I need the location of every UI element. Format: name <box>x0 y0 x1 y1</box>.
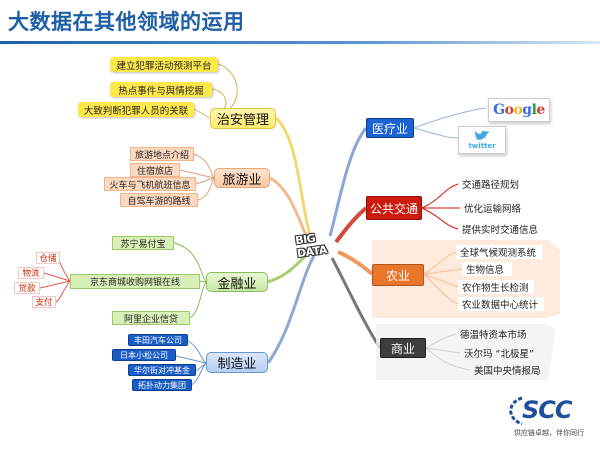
security-item-1: 建立犯罪活动预测平台 <box>110 57 218 72</box>
commerce-item-1: 德温特资本市场 <box>460 330 527 341</box>
tourism-item-4: 自驾车游的路线 <box>120 193 198 207</box>
agriculture-item-3: 农作物生长检测 <box>458 280 534 294</box>
transport-item-3: 提供实时交通信息 <box>458 222 542 236</box>
manufacturing-item-2: 日本小松公司 <box>112 349 176 361</box>
medical-hub: 医疗业 <box>366 118 414 138</box>
twitter-logo: twitter <box>458 126 506 154</box>
center-label: BIG DATA <box>294 231 328 261</box>
tourism-item-3: 火车与飞机航班信息 <box>104 177 196 191</box>
manufacturing-item-3: 华尔街对冲基金 <box>128 364 196 376</box>
finance-sub-logistics: 物流 <box>18 267 44 279</box>
security-hub: 治安管理 <box>210 108 276 129</box>
security-item-2: 热点事件与舆情挖掘 <box>110 82 212 97</box>
twitter-bird-icon <box>474 130 490 141</box>
manufacturing-hub: 制造业 <box>206 352 268 373</box>
commerce-item-3: 美国中央情报局 <box>474 366 541 377</box>
agriculture-hub: 农业 <box>372 264 424 286</box>
finance-sub-storage: 仓储 <box>36 252 60 264</box>
tourism-item-1: 旅游地点介绍 <box>130 147 194 161</box>
scc-logo: SCC 供应链卓越，伴你同行 <box>504 392 600 449</box>
transport-item-1: 交通路径规划 <box>458 177 522 191</box>
title-divider <box>0 41 600 44</box>
security-item-3: 大致判断犯罪人员的关联 <box>78 102 194 117</box>
google-wordmark: Google <box>493 102 545 118</box>
finance-item-1: 苏宁易付宝 <box>112 236 174 250</box>
slide-title: 大数据在其他领域的运用 <box>8 10 245 34</box>
google-logo: Google <box>488 98 550 122</box>
finance-hub: 金融业 <box>206 272 268 292</box>
manufacturing-item-4: 拓扑动力集团 <box>132 379 192 391</box>
scc-arc-icon <box>509 396 523 426</box>
twitter-wordmark: twitter <box>468 142 496 150</box>
commerce-item-2: 沃尔玛 “北极星” <box>464 349 534 360</box>
finance-item-2: 京东商城收购网银在线 <box>70 274 200 289</box>
tourism-hub: 旅游业 <box>214 168 270 188</box>
big-data-logo: BIG DATA <box>294 225 346 263</box>
scc-slogan: 供应链卓越，伴你同行 <box>514 429 584 437</box>
finance-sub-payment: 支付 <box>32 296 56 308</box>
transport-item-2: 优化运输网络 <box>460 201 530 215</box>
finance-item-3: 阿里企业信贷 <box>112 311 190 325</box>
agriculture-item-4: 农业数据中心统计 <box>458 297 544 311</box>
transport-hub: 公共交通 <box>366 196 422 220</box>
agriculture-item-1: 全球气候观测系统 <box>456 245 542 259</box>
finance-sub-loan: 贷款 <box>14 282 40 294</box>
tourism-item-2: 住宿旅店 <box>130 163 180 177</box>
agriculture-item-2: 生物信息 <box>462 262 512 276</box>
scc-brand: SCC <box>522 396 573 424</box>
manufacturing-item-1: 丰田汽车公司 <box>128 334 188 346</box>
commerce-hub: 商业 <box>380 338 426 358</box>
